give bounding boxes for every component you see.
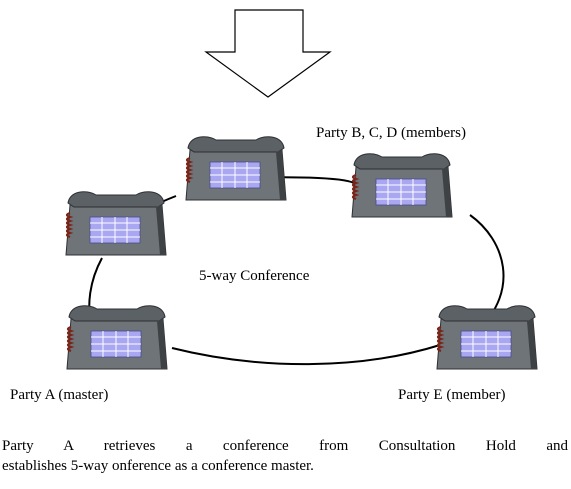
phone-party-d-icon: [64, 190, 168, 257]
caption-line-1: Party A retrieves a conference from Cons…: [2, 438, 568, 454]
party-a-label: Party A (master): [10, 387, 109, 403]
phone-party-a-icon: [65, 304, 169, 371]
phone-party-c-icon: [350, 152, 454, 219]
phone-party-e-icon: [435, 304, 539, 371]
down-arrow-icon: [204, 9, 332, 98]
members-label: Party B, C, D (members): [316, 125, 466, 141]
phone-party-b-icon: [184, 135, 288, 202]
caption-line-2: establishes 5-way onference as a confere…: [2, 458, 314, 474]
party-e-label: Party E (member): [398, 387, 506, 403]
conference-ring: [88, 176, 505, 366]
conference-label: 5-way Conference: [199, 268, 310, 284]
